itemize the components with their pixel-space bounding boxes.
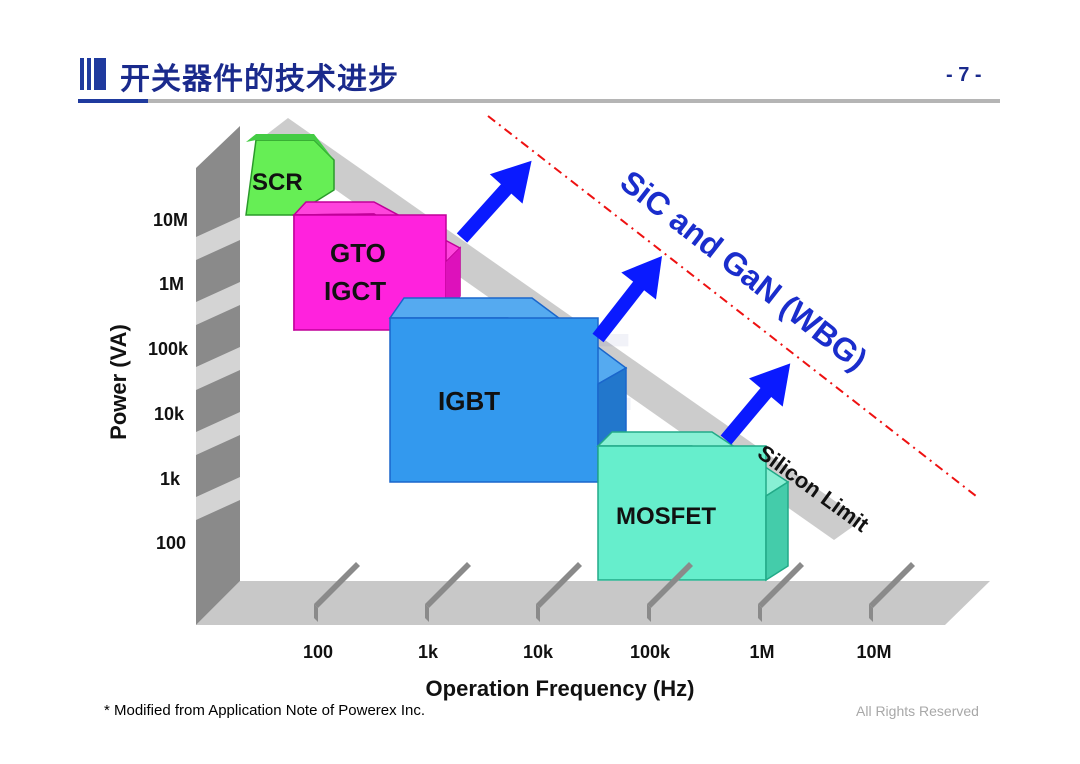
x-tick-labels: 100 1k 10k 100k 1M 10M <box>303 642 892 662</box>
device-label-igbt: IGBT <box>438 386 500 416</box>
y-tick-label: 10M <box>153 210 188 230</box>
wbg-limit-line <box>487 115 977 497</box>
x-axis-fins <box>314 562 915 622</box>
mosfet-block: MOSFET <box>596 431 790 582</box>
x-tick-label: 1M <box>749 642 774 662</box>
x-tick-label: 10k <box>523 642 554 662</box>
x-tick-label: 100 <box>303 642 333 662</box>
y-tick-label: 1M <box>159 274 184 294</box>
title-marker-icon <box>80 58 106 90</box>
x-tick-label: 10M <box>856 642 891 662</box>
y-axis-label: Power (VA) <box>106 324 131 440</box>
arrow-up-right-icon <box>456 160 532 243</box>
y-tick-label: 10k <box>154 404 185 424</box>
x-axis-label: Operation Frequency (Hz) <box>426 676 695 701</box>
device-label-gto: GTO <box>330 238 386 268</box>
title-underline-accent <box>78 99 148 103</box>
igbt-block: IGBT <box>388 297 628 484</box>
device-label-scr: SCR <box>252 169 303 196</box>
y-tick-label: 100 <box>156 533 186 553</box>
improvement-arrows <box>456 160 791 445</box>
y-axis-fins <box>196 217 240 520</box>
title-underline <box>78 99 1000 103</box>
arrow-up-right-icon <box>720 363 791 445</box>
page-number: - 7 - <box>946 64 982 86</box>
copyright-notice: All Rights Reserved <box>856 703 979 719</box>
footnote: * Modified from Application Note of Powe… <box>104 702 425 719</box>
device-label-mosfet: MOSFET <box>616 503 716 530</box>
arrow-up-right-icon <box>592 256 663 343</box>
y-tick-label: 1k <box>160 469 181 489</box>
y-tick-label: 100k <box>148 339 189 359</box>
gto-igct-block: GTO IGCT <box>292 201 462 331</box>
x-tick-label: 100k <box>630 642 671 662</box>
x-axis-floor <box>196 581 990 625</box>
slide-title: 开关器件的技术进步 <box>120 62 399 97</box>
device-label-igct: IGCT <box>324 276 386 306</box>
y-tick-labels: 10M 1M 100k 10k 1k 100 <box>148 210 189 553</box>
x-tick-label: 1k <box>418 642 439 662</box>
